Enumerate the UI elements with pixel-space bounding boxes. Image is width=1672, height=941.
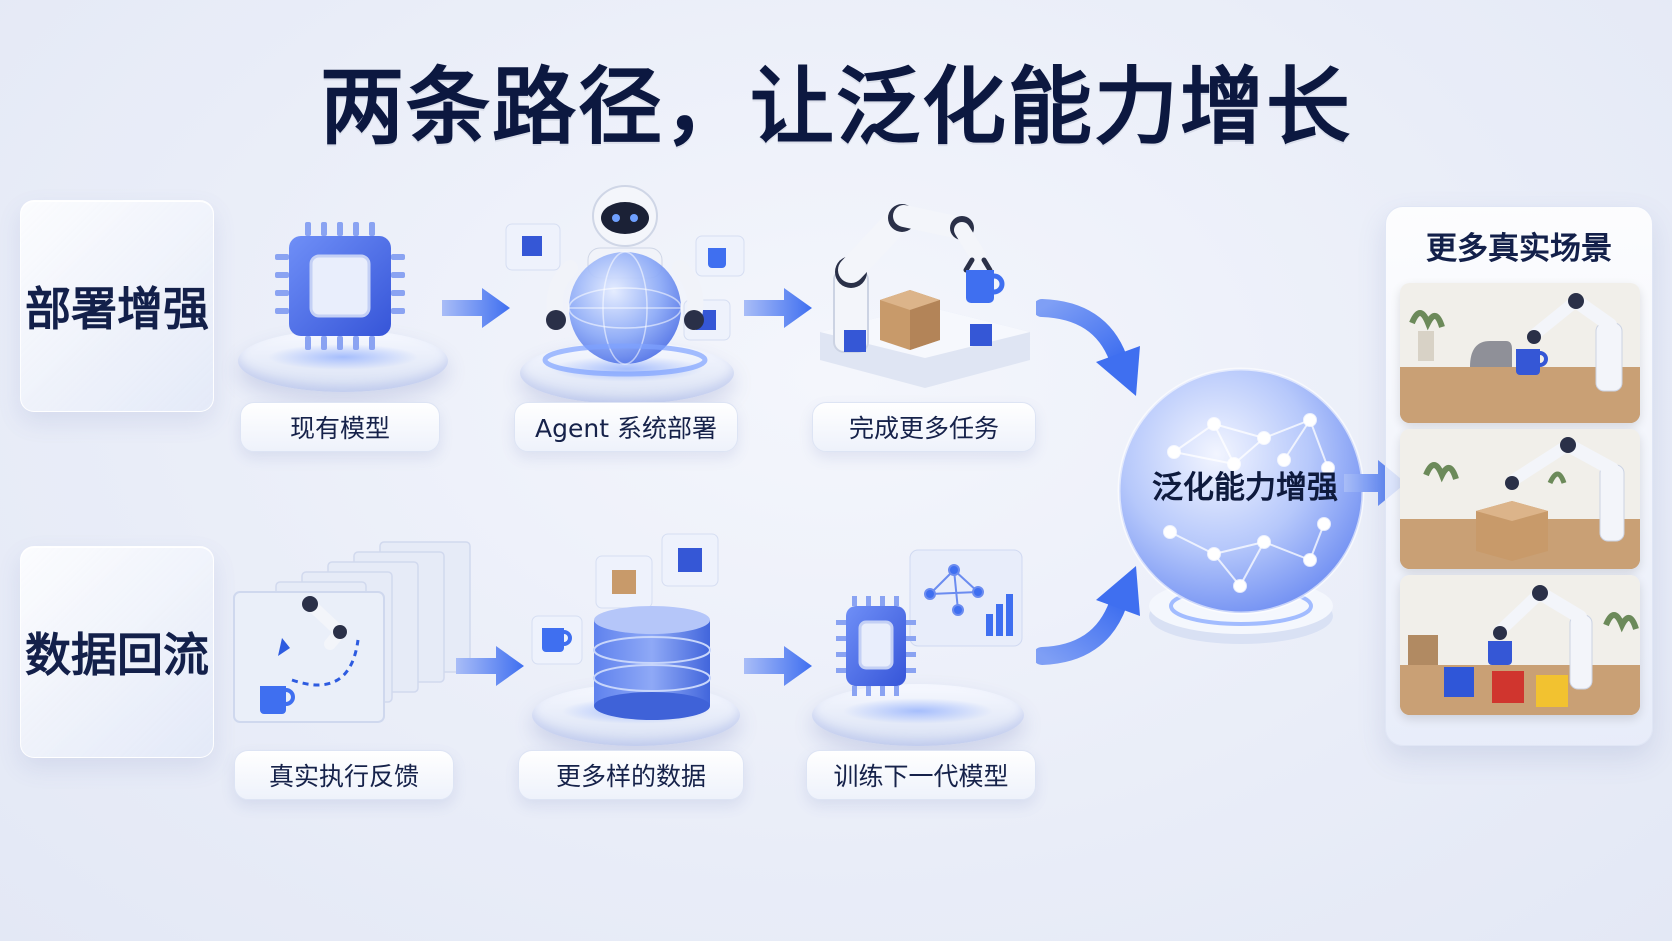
scenes-panel: 更多真实场景 xyxy=(1385,206,1653,746)
network-chart-icon xyxy=(836,548,1026,722)
scenes-title: 更多真实场景 xyxy=(1426,231,1612,267)
curved-arrow-icon xyxy=(1036,566,1140,665)
platform xyxy=(812,684,1024,746)
row-label-data: 数据回流 xyxy=(20,546,214,758)
step-train-next-model: 训练下一代模型 xyxy=(806,750,1036,800)
curved-arrow-icon xyxy=(1036,299,1140,396)
arrow-right-icon xyxy=(442,288,510,328)
step-agent-deploy: Agent 系统部署 xyxy=(514,402,738,452)
database-icon xyxy=(526,530,746,734)
hub-label: 泛化能力增强 xyxy=(1152,470,1338,506)
page-title: 两条路径，让泛化能力增长 xyxy=(319,58,1352,156)
scene-image-box xyxy=(1400,429,1640,569)
step-existing-model: 现有模型 xyxy=(240,402,440,452)
row-label-deploy: 部署增强 xyxy=(20,200,214,412)
arrow-right-icon xyxy=(744,288,812,328)
chip-icon xyxy=(265,218,415,362)
scene-image-mug xyxy=(1400,283,1640,423)
film-frames-icon xyxy=(230,540,480,734)
arrow-right-icon xyxy=(744,646,812,686)
robot-arm-icon xyxy=(820,190,1040,384)
hub-sphere-icon xyxy=(1114,364,1368,622)
scene-image-cubes xyxy=(1400,575,1640,715)
robot-icon xyxy=(500,178,750,382)
step-diverse-data: 更多样的数据 xyxy=(518,750,744,800)
arrow-right-icon xyxy=(456,646,524,686)
step-more-tasks: 完成更多任务 xyxy=(812,402,1036,452)
step-execution-feedback: 真实执行反馈 xyxy=(234,750,454,800)
